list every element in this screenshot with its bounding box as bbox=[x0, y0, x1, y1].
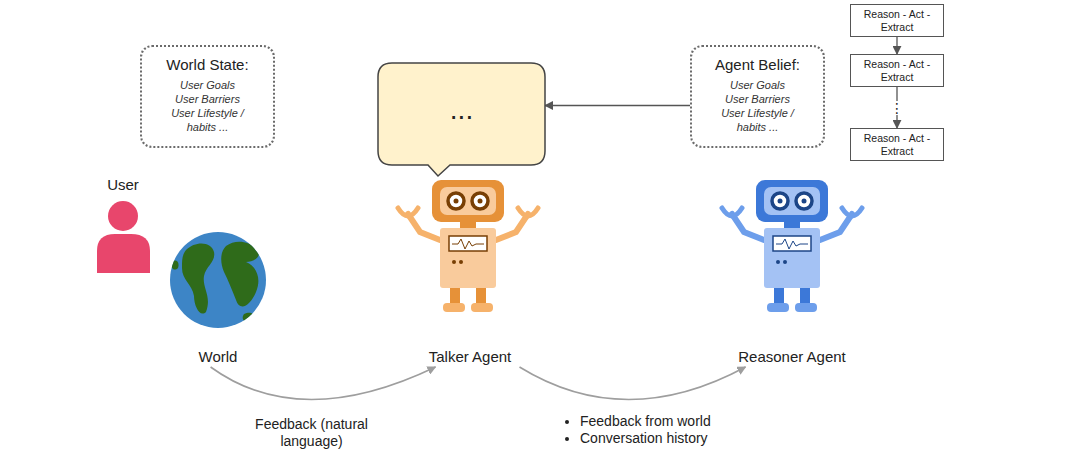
path-shape bbox=[182, 243, 214, 313]
path-shape bbox=[398, 208, 418, 216]
list-item: User Lifestyle / habits ... bbox=[158, 106, 257, 134]
bullet-list: Feedback from worldConversation history bbox=[562, 413, 711, 447]
connector-arrow bbox=[545, 105, 690, 106]
node-label: ... bbox=[450, 94, 473, 126]
box-heading: World State: bbox=[158, 56, 257, 73]
bullet-item: Conversation history bbox=[580, 430, 711, 447]
rect-shape bbox=[756, 180, 828, 222]
circle-shape bbox=[796, 193, 812, 209]
circle-shape bbox=[778, 199, 783, 204]
rect-shape bbox=[767, 303, 789, 312]
connector-arrow bbox=[520, 367, 746, 400]
talker-robot bbox=[398, 180, 538, 312]
globe-icon bbox=[170, 232, 266, 328]
user-figure: User bbox=[93, 176, 153, 276]
node-label: Reason - Act - Extract bbox=[855, 132, 939, 157]
rect-shape bbox=[432, 180, 504, 222]
circle-shape bbox=[454, 199, 459, 204]
list-item: User Goals bbox=[158, 78, 257, 92]
agent-belief-box: Agent Belief: User GoalsUser BarriersUser… bbox=[690, 45, 825, 148]
path-shape bbox=[842, 208, 862, 216]
circle-shape bbox=[802, 199, 807, 204]
edge-label: ⋮ bbox=[887, 101, 907, 115]
user-head bbox=[108, 201, 138, 231]
globe-ocean bbox=[170, 232, 266, 328]
rect-shape bbox=[764, 228, 820, 288]
list-item: User Barriers bbox=[158, 92, 257, 106]
path-shape bbox=[250, 236, 260, 245]
world-globe: World bbox=[165, 225, 271, 365]
circle-shape bbox=[772, 193, 788, 209]
rect-shape bbox=[773, 236, 811, 251]
rect-shape bbox=[471, 303, 493, 312]
circle-shape bbox=[783, 260, 787, 264]
rect-shape bbox=[795, 303, 817, 312]
rect-shape bbox=[440, 228, 496, 288]
process-box: Reason - Act - Extract bbox=[850, 54, 944, 87]
circle-shape bbox=[448, 193, 464, 209]
list-item: User Lifestyle / habits ... bbox=[708, 106, 807, 134]
circle-shape bbox=[452, 260, 456, 264]
circle-shape bbox=[472, 193, 488, 209]
process-box: Reason - Act - Extract bbox=[850, 128, 944, 161]
path-shape bbox=[518, 208, 538, 216]
path-shape bbox=[171, 260, 178, 269]
user-body bbox=[97, 234, 150, 273]
rect-shape bbox=[443, 303, 465, 312]
rect-shape bbox=[764, 187, 820, 215]
talker-agent: Talker Agent bbox=[395, 175, 545, 365]
path-shape bbox=[452, 239, 484, 249]
node-label: User bbox=[107, 176, 139, 193]
reasoner-robot bbox=[722, 180, 862, 312]
process-box: Reason - Act - Extract bbox=[850, 4, 944, 37]
path-shape bbox=[221, 242, 259, 307]
circle-shape bbox=[776, 260, 780, 264]
world-state-box: World State: User GoalsUser BarriersUser … bbox=[140, 45, 275, 148]
circle-shape bbox=[459, 260, 463, 264]
edge-label: Feedback (natural language) bbox=[248, 416, 376, 450]
bubble-shape bbox=[378, 63, 545, 176]
speech-bubble: ... bbox=[378, 63, 545, 165]
box-heading: Agent Belief: bbox=[708, 56, 807, 73]
list-item: User Barriers bbox=[708, 92, 807, 106]
globe-land bbox=[171, 236, 259, 323]
circle-shape bbox=[478, 199, 483, 204]
node-label: Reason - Act - Extract bbox=[855, 8, 939, 33]
user-icon bbox=[97, 201, 150, 273]
node-label: Reason - Act - Extract bbox=[855, 58, 939, 83]
node-label: World bbox=[199, 348, 238, 365]
path-shape bbox=[722, 208, 742, 216]
path-shape bbox=[243, 313, 255, 323]
bullet-item: Feedback from world bbox=[580, 413, 711, 430]
path-shape bbox=[776, 239, 808, 249]
connector-arrow bbox=[896, 37, 897, 54]
rect-shape bbox=[449, 236, 487, 251]
node-label: Talker Agent bbox=[429, 348, 512, 365]
list-item: User Goals bbox=[708, 78, 807, 92]
node-label: Reasoner Agent bbox=[738, 348, 846, 365]
reasoner-agent: Reasoner Agent bbox=[717, 175, 867, 365]
connector-arrow bbox=[211, 367, 436, 400]
rect-shape bbox=[440, 187, 496, 215]
